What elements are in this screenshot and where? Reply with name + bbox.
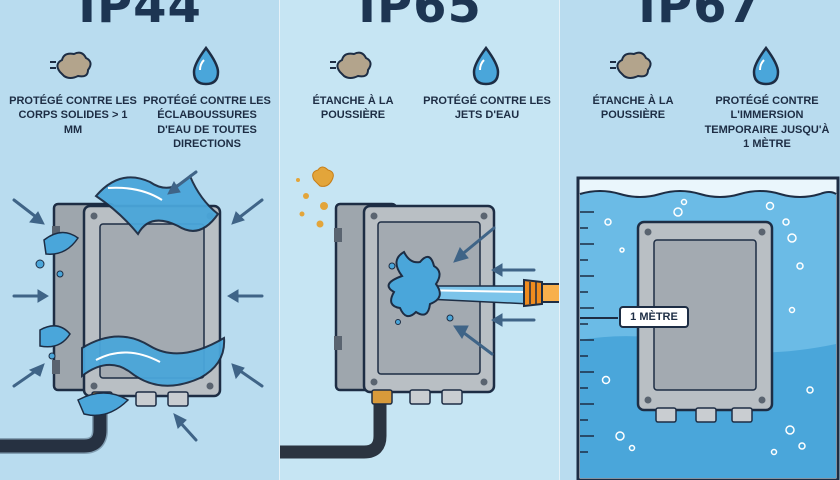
water-drop-icon — [192, 45, 220, 86]
feature-water-jets: PROTÉGÉ CONTRE LES JETS D'EAU — [423, 95, 551, 122]
rating-title: IP65 — [358, 0, 482, 34]
panel-ip65: IP65 ÉTANCHE À LA POUSSIÈRE PROTÉGÉ CONT… — [280, 0, 560, 480]
water-drop-icon — [752, 45, 780, 86]
ip65-illustration — [280, 0, 560, 480]
feature-immersion: PROTÉGÉ CONTRE L'IMMERSION TEMPORAIRE JU… — [704, 95, 830, 150]
ip67-illustration — [560, 0, 840, 480]
rating-title: IP67 — [638, 0, 762, 34]
feature-solid-protection: PROTÉGÉ CONTRE LES CORPS SOLIDES > 1 MM — [9, 95, 137, 136]
feature-dust-tight: ÉTANCHE À LA POUSSIÈRE — [312, 95, 394, 122]
dust-icon — [330, 51, 372, 79]
depth-marker-label: 1 MÈTRE — [619, 306, 689, 328]
dust-icon — [610, 51, 652, 79]
dust-icon — [50, 51, 92, 79]
rating-title: IP44 — [78, 0, 202, 34]
water-drop-icon — [472, 45, 500, 86]
ip44-illustration — [0, 0, 280, 480]
panel-ip44: IP44 PROTÉGÉ CONTRE LES CORPS SOLIDES > … — [0, 0, 280, 480]
panel-ip67: IP67 ÉTANCHE À LA POUSSIÈRE PROTÉGÉ CONT… — [560, 0, 840, 480]
feature-dust-tight: ÉTANCHE À LA POUSSIÈRE — [592, 95, 674, 122]
feature-water-protection: PROTÉGÉ CONTRE LES ÉCLABOUSSURES D'EAU D… — [143, 95, 271, 150]
